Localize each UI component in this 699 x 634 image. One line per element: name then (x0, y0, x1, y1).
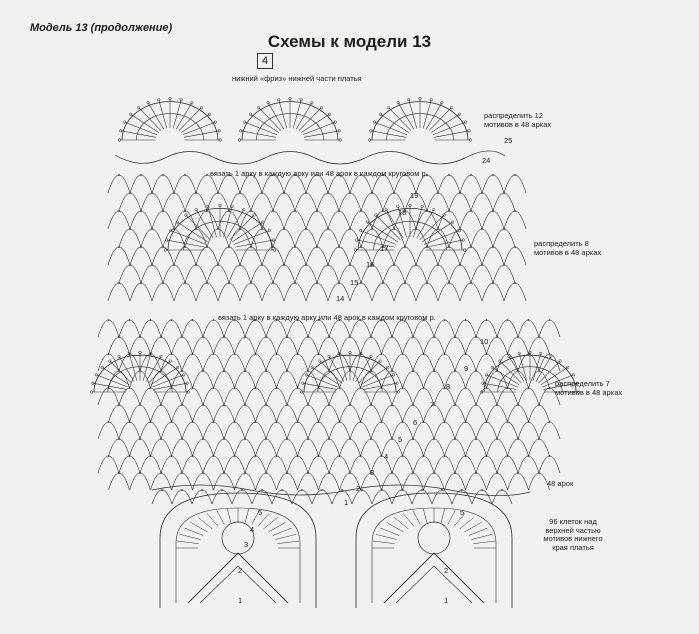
row-number: 10 (480, 337, 489, 346)
row-number: 3 (244, 540, 249, 549)
row-number: 1 (444, 596, 449, 605)
note-knit-arch-2: вязать 1 арку в каждую арку или 48 арок … (218, 313, 436, 322)
row-number: 1 (344, 498, 349, 507)
scheme-number-box: 4 (257, 53, 273, 69)
note-distribute-12: распределить 12 мотивов в 48 арках (484, 111, 552, 129)
row-number: 7 (430, 400, 435, 409)
row-number: 14 (336, 294, 345, 303)
row-number: 4 (250, 525, 255, 534)
row-number: 17 (380, 244, 389, 253)
row-number: 2 (238, 566, 243, 575)
row-number: 5 (258, 508, 263, 517)
model-label: Модель 13 (продолжение) (30, 22, 173, 34)
row-number: 2 (356, 484, 361, 493)
note-knit-arch-1: вязать 1 арку в каждую арку или 48 арок … (210, 169, 428, 178)
row-number: 5 (398, 435, 403, 444)
row-number: 1 (238, 596, 243, 605)
note-48-arches: 48 арок (547, 479, 574, 488)
row-number: 2 (444, 566, 449, 575)
row-number: 18 (398, 208, 407, 217)
note-distribute-7: распределить 7 мотивов в 48 арках (555, 379, 623, 397)
row-number: 9 (464, 364, 469, 373)
row-number: 6 (413, 418, 418, 427)
note-96-cells: 96 клеток над верхней частью мотивов ниж… (543, 517, 603, 552)
note-distribute-8: распределить 8 мотивов в 48 арках (534, 239, 602, 257)
row-number: 3 (370, 468, 375, 477)
row-number: 4 (384, 452, 389, 461)
row-number: 5 (460, 508, 465, 517)
row-number: 19 (410, 191, 419, 200)
row-number: 25 (504, 136, 513, 145)
scheme-subtitle: нижний «фриз» нижней части платья (232, 74, 362, 83)
row-number: 24 (482, 156, 491, 165)
row-number: 8 (446, 382, 451, 391)
row-number: 15 (350, 278, 359, 287)
page-title: Схемы к модели 13 (267, 32, 432, 51)
row-number: 16 (366, 260, 375, 269)
